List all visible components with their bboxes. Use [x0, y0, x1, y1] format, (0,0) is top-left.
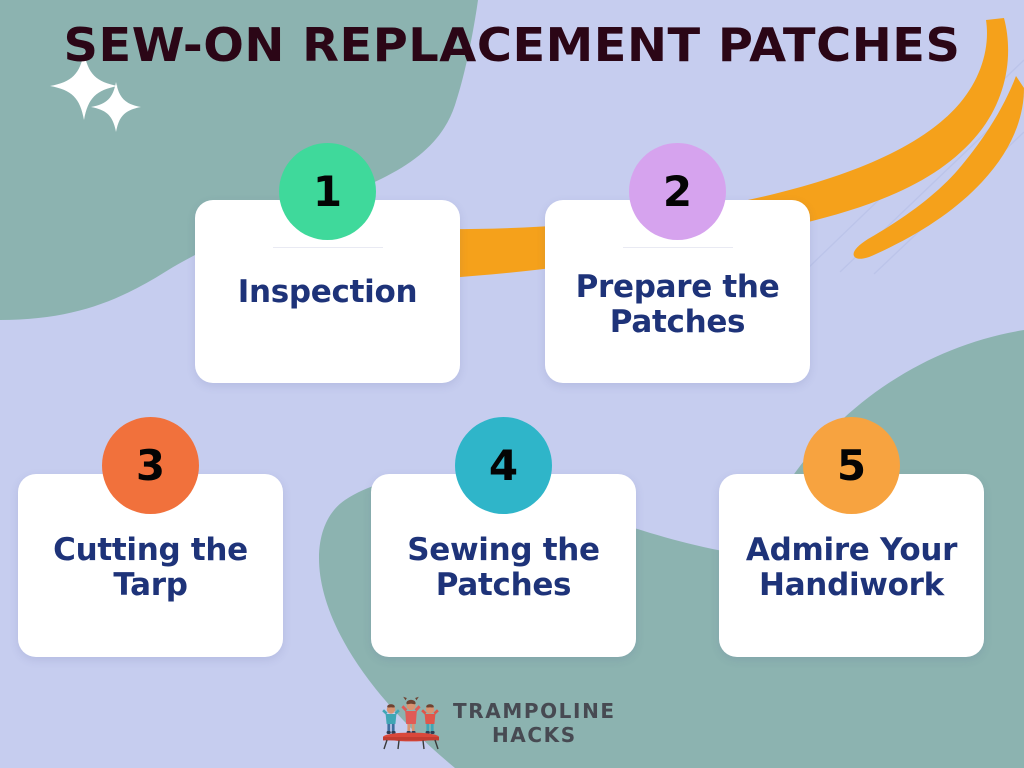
logo-wordmark: TRAMPOLINE HACKS [453, 699, 616, 747]
card-divider [623, 247, 733, 248]
step-badge-5: 5 [803, 417, 900, 514]
step-badge-2: 2 [629, 143, 726, 240]
step-badge-3: 3 [102, 417, 199, 514]
step-number: 4 [488, 440, 519, 490]
step-number: 3 [135, 440, 166, 490]
step-label: Sewing the Patches [407, 532, 600, 603]
orange-swoosh-icon [293, 18, 1024, 282]
site-logo[interactable]: TRAMPOLINE HACKS [378, 694, 648, 752]
step-badge-1: 1 [279, 143, 376, 240]
logo-line-2: HACKS [491, 723, 577, 747]
step-badge-4: 4 [455, 417, 552, 514]
card-divider [273, 247, 383, 248]
step-label: Cutting the Tarp [53, 532, 248, 603]
trampoline-kids-icon [382, 696, 439, 750]
step-card-2[interactable]: Prepare the Patches [545, 200, 810, 383]
page-title: SEW-ON REPLACEMENT PATCHES [63, 18, 961, 72]
step-number: 2 [662, 166, 693, 216]
step-number: 1 [312, 166, 343, 216]
step-label: Admire Your Handiwork [745, 532, 958, 603]
step-label: Inspection [237, 274, 418, 310]
step-label: Prepare the Patches [575, 269, 780, 340]
teal-blob-top-left [0, 0, 478, 320]
logo-line-1: TRAMPOLINE [453, 699, 616, 723]
step-number: 5 [836, 440, 867, 490]
sparkle-star-icon [50, 52, 141, 132]
